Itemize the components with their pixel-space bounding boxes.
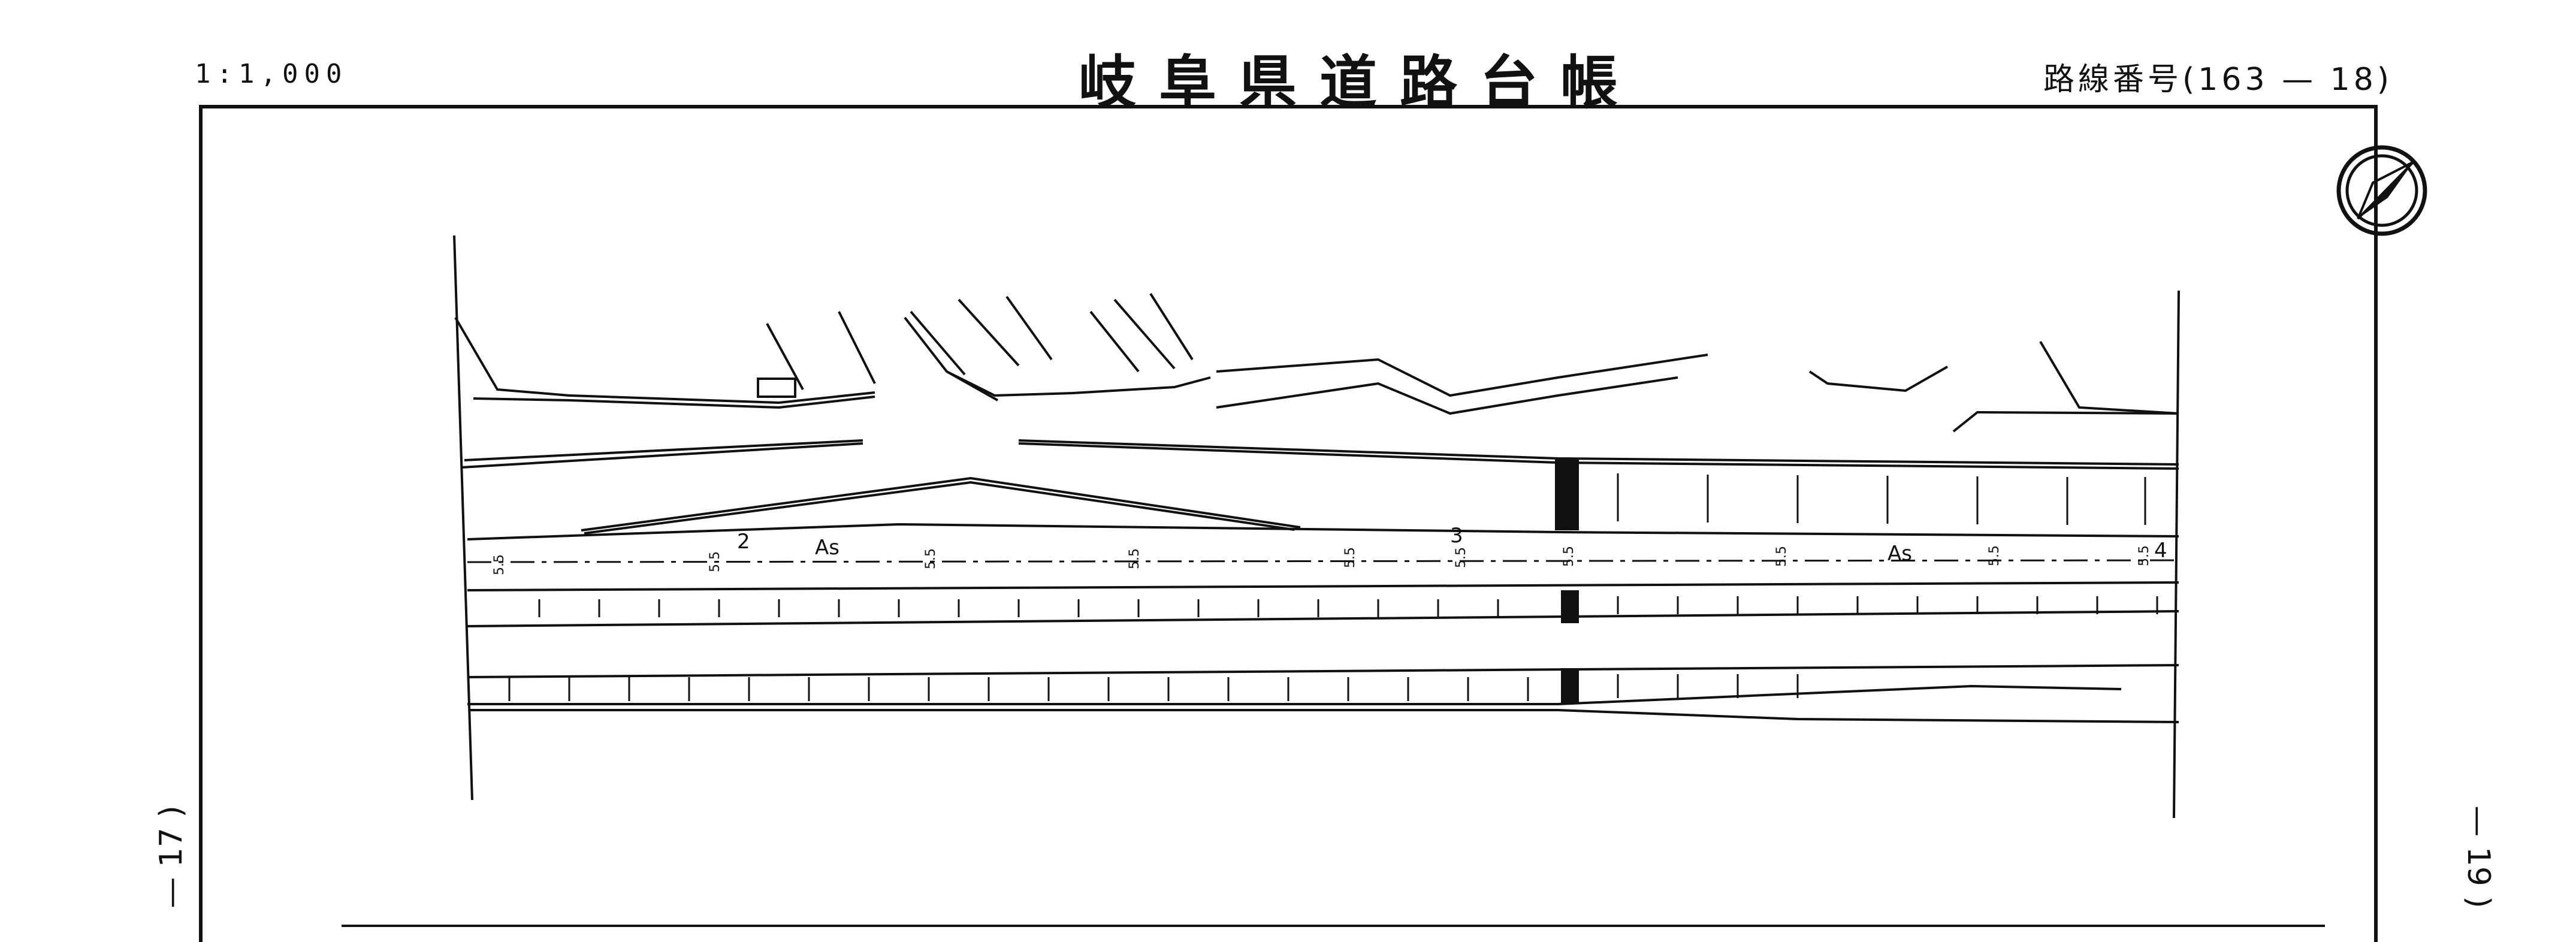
sidewalk-ticks	[508, 473, 2158, 701]
crosswalk	[1555, 458, 1579, 704]
center-line	[467, 559, 2179, 563]
width-label: 5.5	[923, 548, 938, 569]
north-edge	[454, 292, 2179, 433]
route-number-value: 163 — 18	[2198, 62, 2377, 98]
section-boundary-left	[453, 235, 473, 801]
north-arrow-icon	[2336, 145, 2427, 236]
pavement-label: As	[815, 536, 839, 560]
route-number: 路線番号(163 — 18)	[2043, 54, 2393, 99]
width-label: 5.5	[1987, 545, 2002, 566]
width-label: 5.5	[1774, 546, 1789, 567]
width-label: 5.5	[1127, 548, 1142, 569]
width-label: 5.5	[1562, 546, 1577, 567]
width-label: 5.5	[1343, 547, 1358, 568]
pavement-label: As	[1888, 542, 1912, 566]
sheet-frame	[199, 105, 2378, 942]
scale-label: 1:1,000	[195, 59, 348, 89]
width-label: 5.5	[2137, 545, 2152, 566]
station-label: 2	[737, 530, 750, 554]
section-boundary-right	[2173, 290, 2180, 819]
width-label: 5.5	[708, 551, 723, 572]
width-label: 5.5	[492, 554, 507, 575]
route-number-close: )	[2376, 62, 2393, 98]
station-label: 3	[1450, 524, 1463, 548]
station-label: 4	[2154, 539, 2167, 563]
road-edges	[461, 439, 2179, 723]
route-number-label: 路線番号(	[2043, 62, 2198, 98]
width-label: 5.5	[1454, 547, 1469, 568]
